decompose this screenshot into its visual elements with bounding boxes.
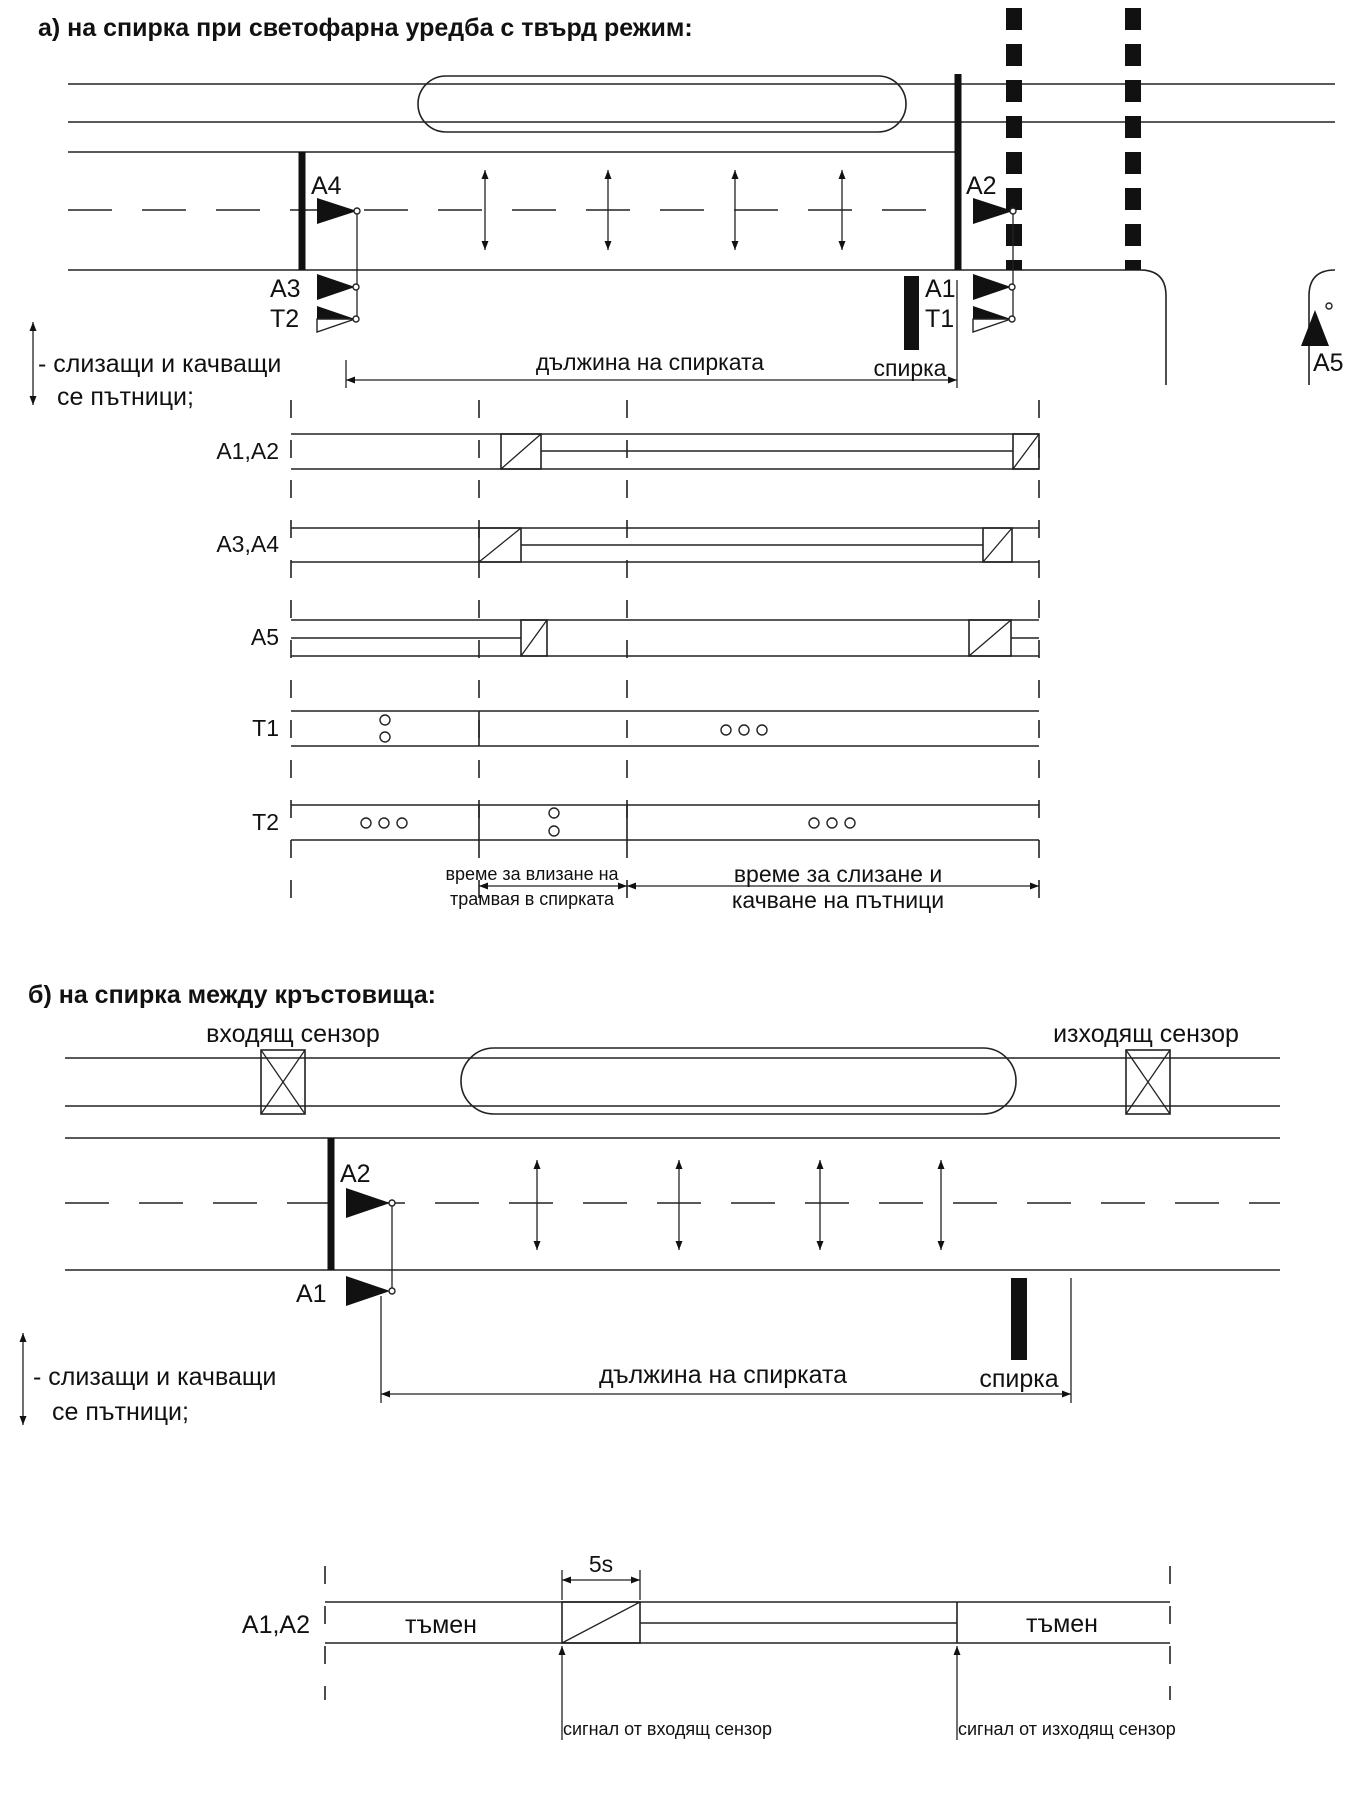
signal-t1-label: T1 — [925, 305, 954, 333]
tram-stop-marker-b — [1011, 1278, 1027, 1360]
stop-length-label-b: дължина на спирката — [599, 1361, 847, 1389]
signal-a5: A5 — [1301, 302, 1344, 377]
tram-stop-marker-a — [904, 276, 919, 350]
timing-row-a3a4: A3,A4 — [216, 527, 1039, 563]
section-b-title: б) на спирка между кръстовища: — [28, 981, 436, 1009]
timing-row-b-label: A1,A2 — [242, 1611, 310, 1639]
timing-row-t1: T1 — [252, 710, 1039, 747]
signal-group-left: A4 A3 T2 — [270, 172, 361, 333]
tram-platform-island — [417, 75, 907, 133]
signal-group-b: A2 A1 — [296, 1160, 396, 1308]
legend-a-line2: се пътници; — [57, 383, 194, 411]
legend-a: - слизащи и качващи се пътници; — [29, 322, 281, 411]
signal-a1-label: A1 — [925, 275, 956, 303]
timing-row-b-a1a2: A1,A2 тъмен тъмен — [242, 1566, 1171, 1700]
signal-a3-icon — [317, 274, 355, 300]
five-seconds-label: 5s — [589, 1551, 613, 1577]
stop-length-label-a: дължина на спирката — [536, 349, 764, 375]
signal-b-a2-label: A2 — [340, 1160, 371, 1188]
timing-row-t2: T2 — [252, 804, 1039, 841]
signal-a2-icon — [973, 198, 1013, 224]
section-a-road — [68, 83, 1336, 385]
timing-row-a5: A5 — [251, 619, 1039, 657]
signal-b-a1-icon — [346, 1276, 390, 1306]
signal-a4-label: A4 — [311, 172, 342, 200]
passenger-arrows-a — [481, 170, 846, 250]
legend-a-line1: - слизащи и качващи — [38, 350, 281, 378]
section-b-road — [65, 1057, 1280, 1271]
timing-grid-a — [290, 400, 1040, 910]
tram-platform-island-b — [460, 1047, 1017, 1115]
signal-a1-icon — [973, 274, 1011, 300]
signal-t1-icon — [973, 306, 1011, 319]
legend-b-line1: - слизащи и качващи — [33, 1363, 276, 1391]
timing-row-label: T2 — [252, 809, 279, 835]
signal-a3-label: A3 — [270, 275, 301, 303]
signal-a4-icon — [317, 198, 357, 224]
signal-a2-label: A2 — [966, 172, 997, 200]
timing-row-label: A3,A4 — [216, 531, 279, 557]
legend-b-line2: се пътници; — [52, 1398, 189, 1426]
legend-b: - слизащи и качващи се пътници; — [19, 1333, 276, 1426]
dark-label-right: тъмен — [1026, 1610, 1098, 1638]
timing-row-a1a2: A1,A2 — [216, 433, 1040, 470]
passenger-arrows-b — [533, 1160, 945, 1250]
signal-t2-icon — [317, 306, 355, 319]
outgoing-sensor-icon — [1125, 1049, 1171, 1115]
signal-a5-icon — [1301, 310, 1329, 346]
timing-row-label: A1,A2 — [216, 438, 279, 464]
time-entry-label-1: време за влизане на — [445, 864, 619, 884]
outgoing-sensor-label: изходящ сензор — [1053, 1020, 1239, 1048]
incoming-sensor-icon — [260, 1049, 306, 1115]
incoming-signal-label: сигнал от входящ сензор — [563, 1719, 772, 1739]
section-a-title: а) на спирка при светофарна уредба с твъ… — [38, 14, 693, 42]
incoming-sensor-label: входящ сензор — [206, 1020, 380, 1048]
signal-a5-label: A5 — [1313, 349, 1344, 377]
time-boarding-label-1: време за слизане и — [734, 861, 942, 887]
signal-t2-label: T2 — [270, 305, 299, 333]
timing-row-label: T1 — [252, 715, 279, 741]
stop-label-b: спирка — [979, 1365, 1058, 1393]
outgoing-signal-label: сигнал от изходящ сензор — [958, 1719, 1176, 1739]
dark-label-left: тъмен — [405, 1611, 477, 1639]
time-boarding-label-2: качване на пътници — [732, 887, 944, 913]
time-entry-label-2: трамвая в спирката — [450, 889, 615, 909]
signal-b-a2-icon — [346, 1188, 390, 1218]
signal-b-a1-label: A1 — [296, 1280, 327, 1308]
signal-group-right: A2 A1 T1 — [925, 172, 1017, 333]
timing-row-label: A5 — [251, 624, 279, 650]
stop-label-a: спирка — [874, 355, 947, 381]
